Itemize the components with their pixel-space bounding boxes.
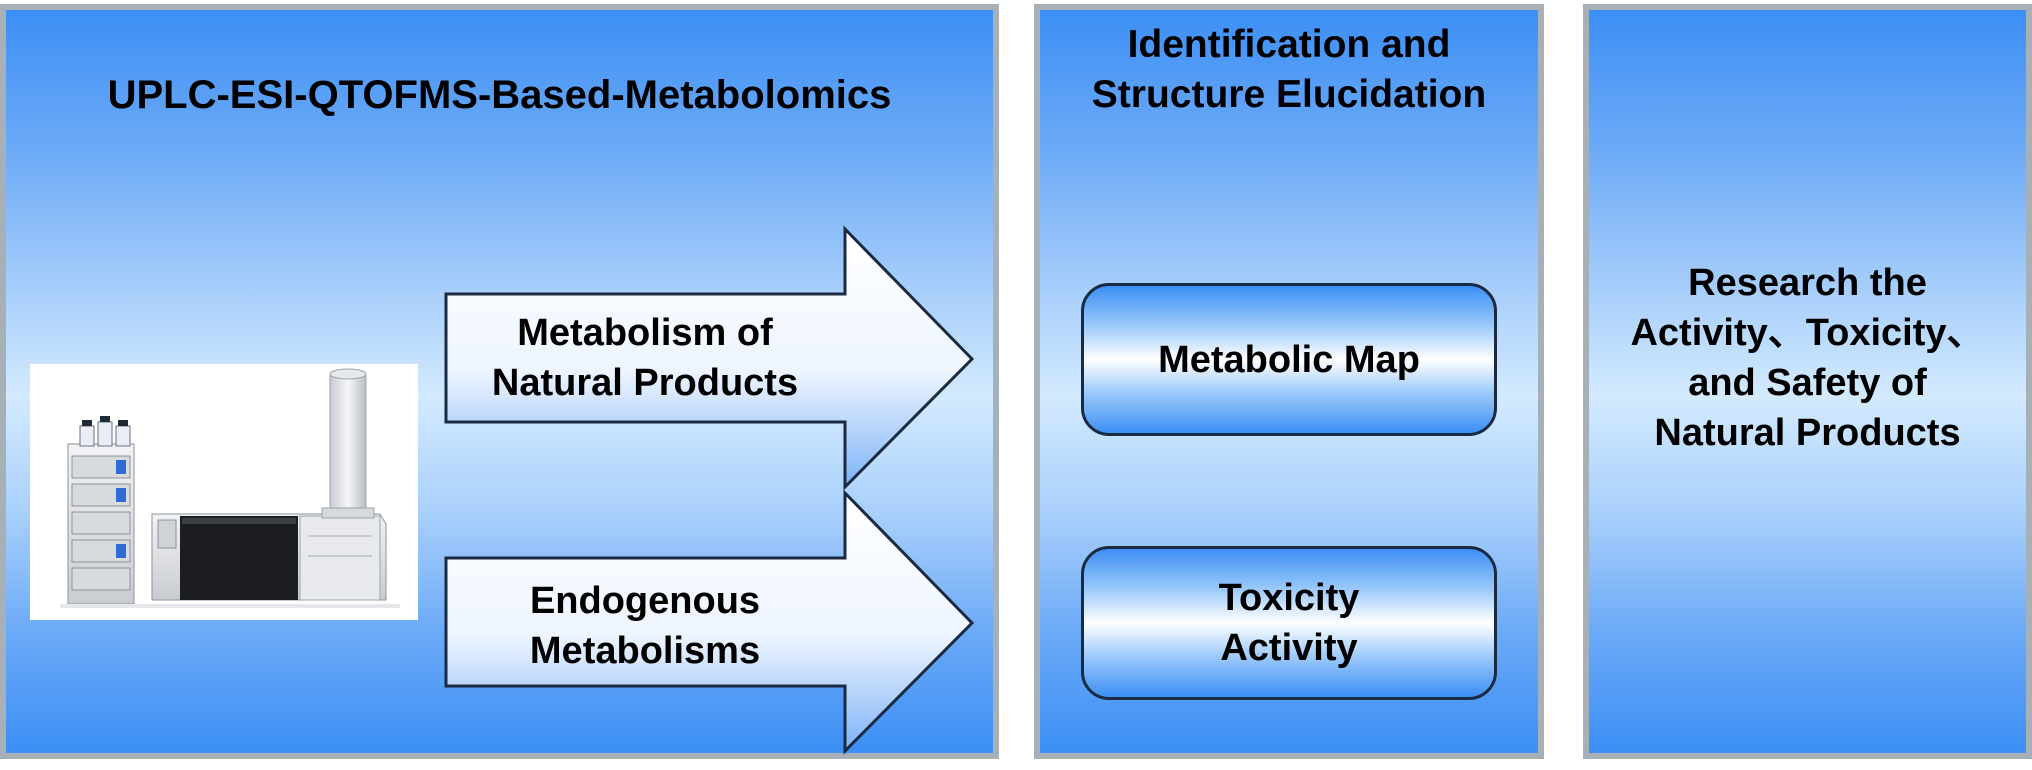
research-title: Research the Activity、Toxicity、 and Safe… — [1583, 258, 2032, 458]
endogenous-metabolisms-arrow — [444, 489, 975, 755]
metabolism-natural-products-label: Metabolism of Natural Products — [445, 308, 845, 408]
metabolism-natural-products-arrow — [444, 225, 975, 491]
uplc-ms-instrument-icon — [30, 364, 418, 620]
metabolomics-title: UPLC-ESI-QTOFMS-Based-Metabolomics — [107, 73, 892, 117]
research-title-line: Activity、Toxicity、 — [1630, 312, 1985, 354]
identification-title-line: Identification and — [1127, 23, 1451, 66]
research-panel — [1583, 4, 2032, 759]
metabolic-map-label: Metabolic Map — [1158, 338, 1420, 381]
arrow-label-line: Metabolism of — [517, 312, 773, 354]
toxicity-activity-label-line: Activity — [1220, 627, 1358, 669]
research-title-line: and Safety of — [1688, 362, 1927, 404]
identification-title-line: Structure Elucidation — [1091, 73, 1487, 116]
research-title-line: Natural Products — [1654, 412, 1961, 454]
metabolic-map-box: Metabolic Map — [1081, 283, 1497, 436]
arrow-label-line: Endogenous — [529, 580, 761, 622]
research-title-line: Research the — [1688, 262, 1927, 304]
toxicity-activity-box: Toxicity Activity — [1081, 546, 1497, 700]
toxicity-activity-label-line: Toxicity — [1218, 577, 1360, 619]
arrow-label-line: Metabolisms — [529, 630, 761, 672]
endogenous-metabolisms-label: Endogenous Metabolisms — [445, 576, 845, 676]
identification-title: Identification and Structure Elucidation — [1034, 20, 1544, 120]
arrow-label-line: Natural Products — [491, 362, 799, 404]
